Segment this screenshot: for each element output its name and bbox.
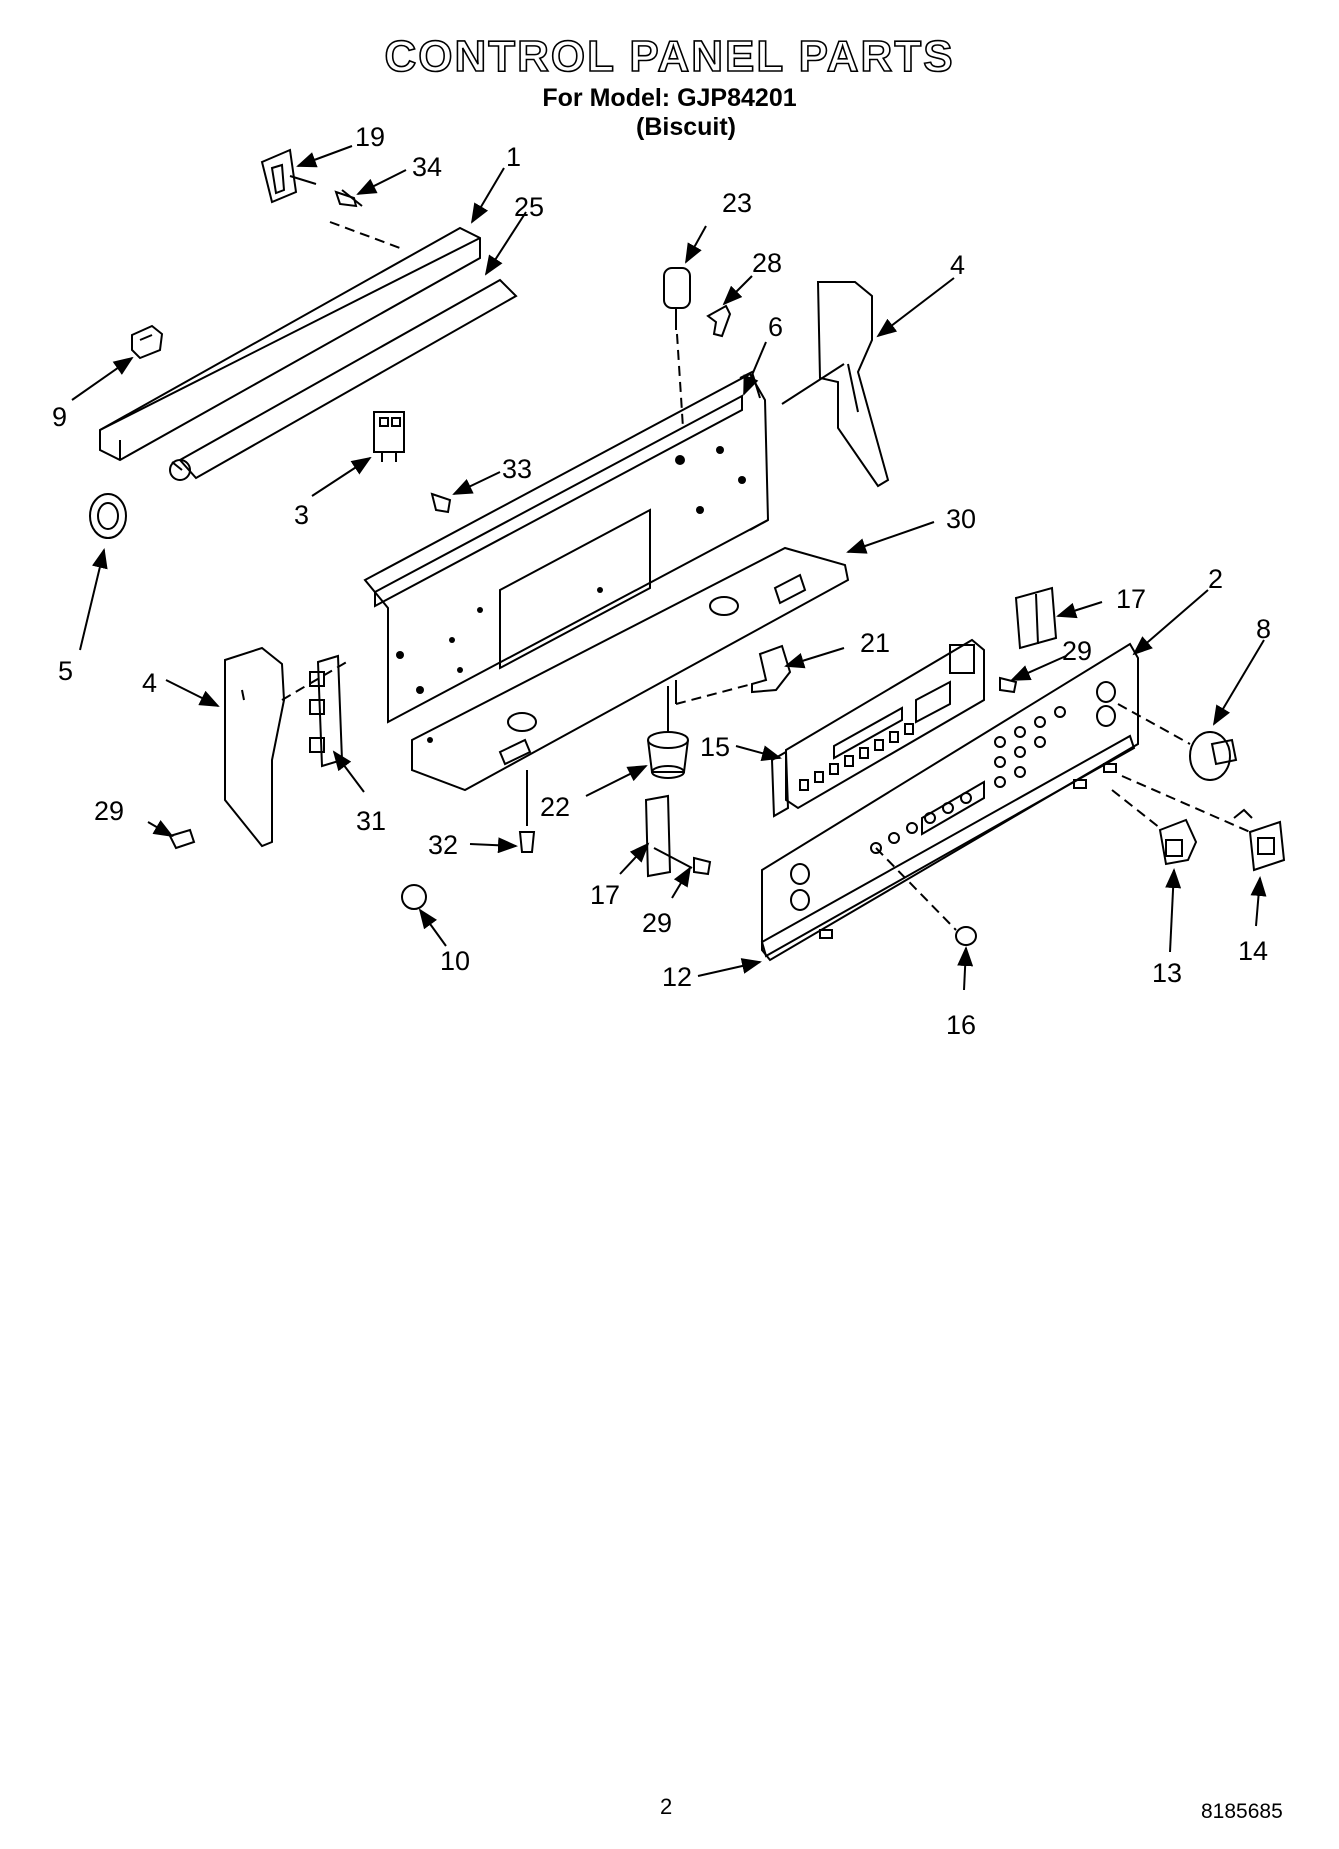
callout-28: 28 [752,248,782,278]
document-code: 8185685 [1201,1800,1283,1823]
callout-9: 9 [52,402,67,432]
diagram-title: CONTROL PANEL PARTS [384,31,955,82]
part-29-screw-lower [693,856,712,876]
callout-30: 30 [946,504,976,534]
callout-21: 21 [860,628,890,658]
part-34-screw [334,189,363,208]
part-32-screw [518,831,536,853]
callout-32: 32 [428,830,458,860]
callout-4-left: 4 [142,668,157,698]
part-21-bracket [751,644,792,694]
model-line: For Model: GJP84201 [542,84,797,112]
part-29-screw-left [168,828,196,850]
part-4-end-cap-left [224,646,286,848]
callout-6: 6 [768,312,783,342]
callout-3: 3 [294,500,309,530]
callout-29-right: 29 [1062,636,1092,666]
callout-34: 34 [412,152,442,182]
part-25-fluorescent-tube [169,278,518,481]
callout-leaders [71,145,1267,991]
control-board-buttons [799,723,914,791]
panel-keypad [870,706,1066,854]
callout-15: 15 [700,732,730,762]
part-1-lamp-cover [99,226,481,462]
bracket-holes [396,446,746,743]
part-28-clip [706,304,732,338]
callout-23: 23 [722,188,752,218]
part-8-knob [1189,731,1238,781]
callout-29-left: 29 [94,796,124,826]
callout-1: 1 [506,142,521,172]
part-17-bracket-upper [1014,586,1058,650]
part-4-end-cap-right [816,281,890,488]
callout-16: 16 [946,1010,976,1040]
callout-29-lower: 29 [642,908,672,938]
callout-5: 5 [58,656,73,686]
callout-labels: 19 34 1 25 23 28 4 6 9 33 3 30 5 2 17 8 … [52,122,1271,1040]
part-33-screw [430,492,452,514]
callout-2: 2 [1208,564,1223,594]
part-9-clip [131,324,164,360]
callout-22: 22 [540,792,570,822]
callout-8: 8 [1256,614,1271,644]
part-17-bracket-lower [644,794,693,878]
part-30-control-tray [411,546,850,792]
part-19-lamp-socket [260,148,317,204]
callout-12: 12 [662,962,692,992]
part-16-button [955,926,977,946]
callout-17-lower: 17 [590,880,620,910]
callout-4-right: 4 [950,250,965,280]
callout-33: 33 [502,454,532,484]
callout-31: 31 [356,806,386,836]
part-5-gear-knob [89,493,127,539]
part-6-control-bracket [363,370,770,724]
part-13-switch [1158,818,1198,866]
page-number: 2 [660,1794,673,1819]
part-3-switch [373,411,405,462]
part-22-standoff [647,731,689,779]
callout-14: 14 [1238,936,1268,966]
callout-13: 13 [1152,958,1182,988]
callout-19: 19 [355,122,385,152]
part-31-relay-block [309,654,344,768]
part-23-capacitor [663,267,691,330]
part-10-plug [401,884,427,910]
part-14-receptacle [1233,808,1286,872]
color-line: (Biscuit) [636,113,736,141]
part-12-trim-strip [760,734,1136,958]
callout-25: 25 [514,192,544,222]
callout-10: 10 [440,946,470,976]
callout-17-upper: 17 [1116,584,1146,614]
